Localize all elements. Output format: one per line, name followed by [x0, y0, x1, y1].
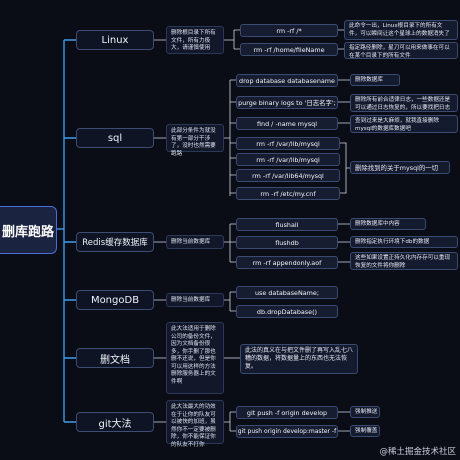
branch-mongodb: MongoDB [76, 290, 154, 310]
redis-desc: 删除当前数据库 [166, 235, 224, 249]
sql-cmd-3: find / -name mysql [236, 117, 338, 130]
linux-cmd-2: rm -rf /home/fileName [240, 43, 338, 56]
branch-linux-label: Linux [101, 34, 129, 46]
redis-cmd-3: rm -rf appendonly.aof [236, 256, 338, 269]
delete-docs-desc: 此大法适用于删除公司的备份文件，因为文档备份很多，你手删了那也删不还说，但是你可… [166, 322, 224, 394]
branch-git-label: git大法 [98, 418, 132, 430]
branch-sql-label: sql [107, 132, 123, 144]
root-node: 删库跑路 [0, 206, 57, 254]
sql-group-note: 删除找到的关于mysql的一切 [350, 161, 450, 174]
branch-git: git大法 [76, 412, 154, 432]
git-cmd-2: git push origin develop:master -f [236, 425, 338, 438]
git-desc: 此大法最大的功效在于让你的队友可以被快的加班，虽然你不一定要被删除，你不能保证你… [166, 400, 224, 448]
delete-docs-note: 此法的真义在与把文件删了再写入乱七八糟的数据，将数据量上的东西也无法恢复。 [240, 344, 358, 374]
sql-cmd-7: rm -rf /etc/my.cnf [236, 187, 340, 200]
branch-mongodb-label: MongoDB [90, 294, 140, 306]
branch-redis: Redis缓存数据库 [76, 232, 154, 252]
redis-cmd-1: flushall [236, 218, 338, 231]
linux-desc: 删除根目录下所有文件，所有力极大，请谨慎使用 [166, 26, 224, 54]
sql-note-1: 删除数据库 [350, 74, 400, 86]
watermark: @稀土掘金技术社区 [379, 447, 456, 457]
git-note-2: 强制覆盖 [350, 425, 380, 437]
linux-note-2: 指定路径删除，星刀可以用来做事在可以在某个目录下的所有文件 [344, 42, 458, 59]
branch-linux: Linux [76, 30, 154, 50]
redis-note-3: 这些如果设置正持久化内存存可以重现恢复的文件将你删除 [350, 252, 458, 270]
mongodb-desc: 删除当前数据库 [166, 293, 224, 307]
mongodb-cmd-2: db.dropDatabase() [236, 305, 338, 318]
redis-cmd-2: flushdb [236, 236, 338, 249]
sql-cmd-1: drop database databasename [236, 74, 338, 87]
root-label: 删库跑路 [1, 224, 54, 240]
redis-note-1: 删除数据库中内容 [350, 218, 426, 230]
redis-note-2: 删除指定执行环境下db的数据 [350, 236, 458, 248]
git-cmd-1: git push -f origin develop [236, 406, 338, 419]
mongodb-cmd-1: use databaseName; [236, 286, 338, 299]
sql-cmd-2: purge binary logs to '日志名字'; [236, 96, 338, 109]
linux-cmd-1: rm -rf /* [240, 24, 338, 37]
branch-delete-docs: 删文档 [76, 348, 154, 368]
sql-note-2: 删除所有前合适律日志，一些数据还是可以通过日志恢复的，所以要找把日志也一起删了哦 [350, 94, 458, 112]
git-note-1: 强制推送 [350, 406, 380, 418]
branch-sql: sql [76, 128, 154, 148]
branch-redis-label: Redis缓存数据库 [82, 238, 148, 248]
linux-note-1: 此命令一出，Linux根目录下的所有文件，可以瞬间让这个星球上的数据消失了 [344, 20, 458, 40]
sql-cmd-4: rm -rf /var/lib/mysql [236, 137, 340, 150]
sql-desc: 此部分条件为就没有第一部分干涉了，没时也然需要跑路 [166, 124, 224, 157]
branch-delete-docs-label: 删文档 [100, 354, 130, 366]
sql-cmd-6: rm -rf /var/lib64/mysql [236, 169, 340, 182]
sql-cmd-5: rm -rf /var/lib/mysql [236, 153, 340, 166]
sql-note-3: 查到过来是大麻烦，就我直接删除mysql的数据库数据吧 [350, 115, 458, 133]
